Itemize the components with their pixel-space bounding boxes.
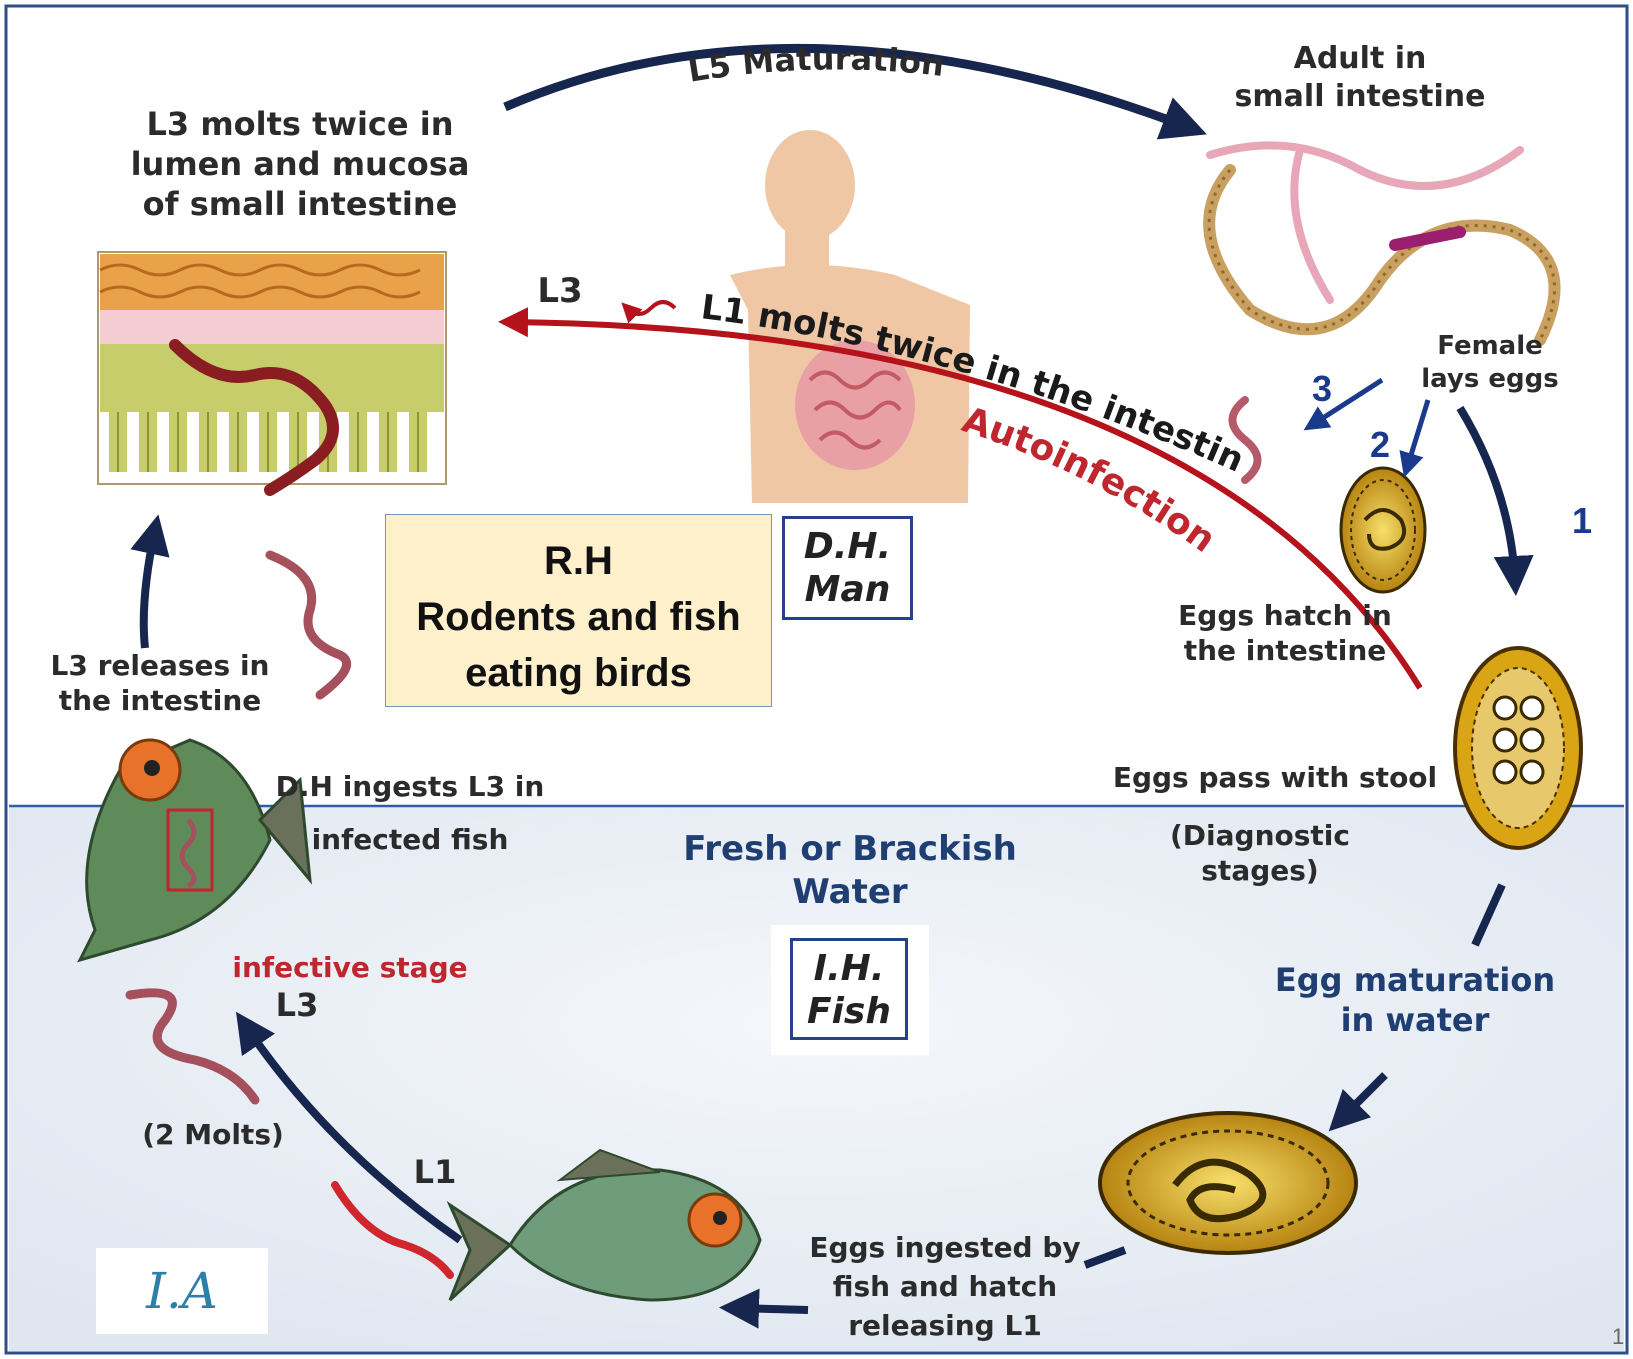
step-number-3: 3 — [1312, 368, 1332, 410]
reservoir-host-box: R.H Rodents and fish eating birds — [385, 514, 772, 707]
l3-small-worm-arrow — [627, 302, 675, 314]
adult-worm-image — [1209, 145, 1554, 340]
dh-ingests-label: D.H ingests L3 in infected fish — [265, 760, 555, 866]
l1-label: L1 — [410, 1152, 460, 1192]
step-number-2: 2 — [1370, 424, 1390, 466]
egg-small-image — [1341, 468, 1425, 592]
l5-maturation-label: L5 Maturation — [685, 39, 946, 89]
arrow-eggs-down — [1460, 408, 1515, 580]
eggs-pass-stool-label: Eggs pass with stool — [1100, 760, 1450, 795]
step-number-1: 1 — [1572, 500, 1592, 542]
l3-releases-label: L3 releases in the intestine — [40, 648, 280, 718]
egg-embryonated-image — [1100, 1113, 1356, 1253]
eggs-ingested-label: Eggs ingested by fish and hatch releasin… — [795, 1228, 1095, 1346]
l3-bottom-label: L3 — [272, 985, 322, 1025]
intermediate-host-box: I.H. Fish — [790, 938, 908, 1040]
infective-stage-label: infective stage — [225, 950, 475, 985]
egg-maturation-label: Egg maturation in water — [1260, 960, 1570, 1040]
arrow-2 — [1407, 400, 1428, 468]
page-number: 1 — [1612, 1324, 1624, 1350]
eggs-hatch-intestine-label: Eggs hatch in the intestine — [1160, 598, 1410, 668]
author-logo: I.A — [96, 1248, 268, 1334]
fresh-brackish-water-label: Fresh or Brackish Water — [650, 828, 1050, 913]
l3-molts-label: L3 molts twice in lumen and mucosa of sm… — [110, 104, 490, 224]
diagnostic-stages-label: (Diagnostic stages) — [1110, 818, 1410, 888]
arrow-l3-release-up — [144, 530, 155, 648]
adult-small-intestine-label: Adult in small intestine — [1210, 40, 1510, 115]
female-lays-eggs-label: Female lays eggs — [1390, 330, 1590, 395]
definitive-host-box: D.H. Man — [782, 516, 913, 620]
intestine-tissue-image — [98, 252, 446, 490]
two-molts-label: (2 Molts) — [128, 1117, 298, 1152]
l3-top-label: L3 — [530, 270, 590, 313]
egg-with-larvae-image — [1455, 648, 1581, 848]
larva-worm-left — [270, 555, 347, 695]
